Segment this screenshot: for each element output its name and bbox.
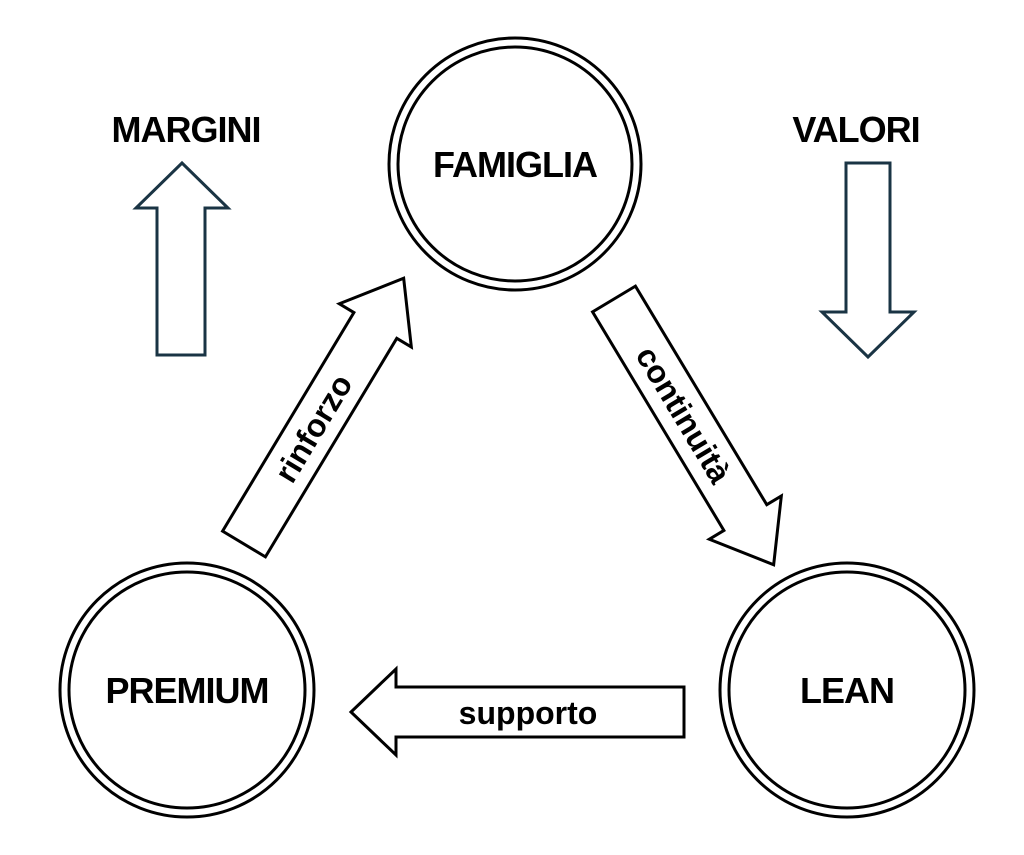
margini-label: MARGINI	[112, 109, 261, 150]
supporto-arrow: supporto	[348, 665, 686, 759]
margini-up-arrow	[132, 160, 232, 357]
valori-down-arrow	[818, 161, 918, 360]
lean-node: LEAN	[718, 561, 976, 819]
continuita-label: continuità	[629, 340, 739, 490]
premium-label: PREMIUM	[106, 670, 269, 711]
premium-node: PREMIUM	[58, 561, 316, 819]
famiglia-label: FAMIGLIA	[433, 144, 598, 185]
lean-label: LEAN	[800, 670, 894, 711]
valori-label: VALORI	[792, 109, 919, 150]
supporto-label: supporto	[459, 695, 598, 731]
famiglia-node: FAMIGLIA	[387, 36, 643, 292]
rinforzo-arrow: rinforzo	[220, 276, 414, 559]
continuita-arrow: continuità	[590, 284, 784, 567]
